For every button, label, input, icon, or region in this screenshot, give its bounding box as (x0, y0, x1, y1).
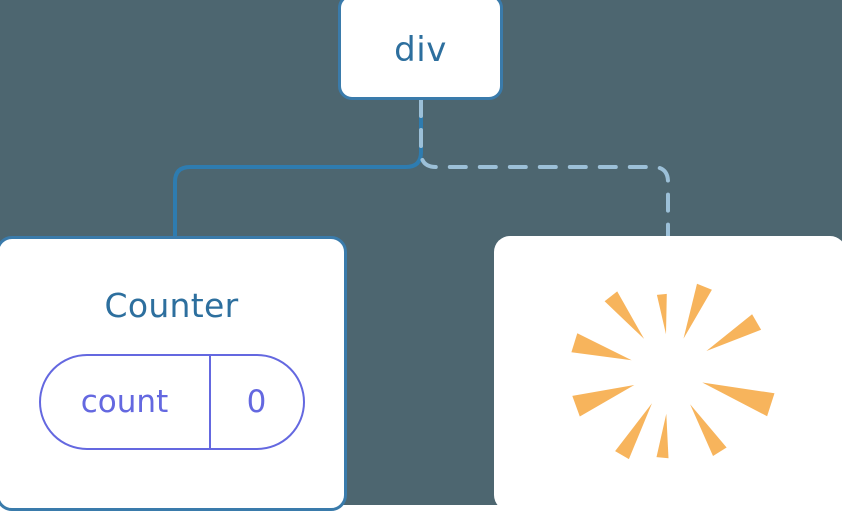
sparkle-ray (604, 291, 645, 339)
edge-root-to-highlight (419, 98, 670, 240)
node-div[interactable]: div (338, 0, 503, 100)
state-value-label: 0 (246, 383, 267, 420)
node-counter-title: Counter (104, 286, 239, 325)
sparkle-ray (702, 382, 775, 417)
sparkle-ray (706, 314, 762, 351)
sparkle-ray (690, 404, 727, 456)
sparkle-ray (656, 413, 669, 459)
node-div-label: div (394, 30, 447, 70)
state-value-cell[interactable]: 0 (211, 356, 303, 448)
sparkle-ray (572, 385, 635, 417)
sparkle-ray (615, 403, 652, 460)
state-key-cell: count (41, 356, 211, 448)
sparkle-ray (656, 293, 667, 335)
state-pill[interactable]: count 0 (38, 354, 305, 450)
edge-root-to-counter (173, 98, 423, 240)
sparkle-ray (683, 283, 712, 339)
node-highlight[interactable] (494, 236, 842, 511)
sparkle-burst-icon (571, 283, 775, 460)
node-counter[interactable]: Counter count 0 (0, 236, 347, 511)
sparkle-ray (571, 333, 632, 361)
state-key-label: count (80, 383, 169, 420)
